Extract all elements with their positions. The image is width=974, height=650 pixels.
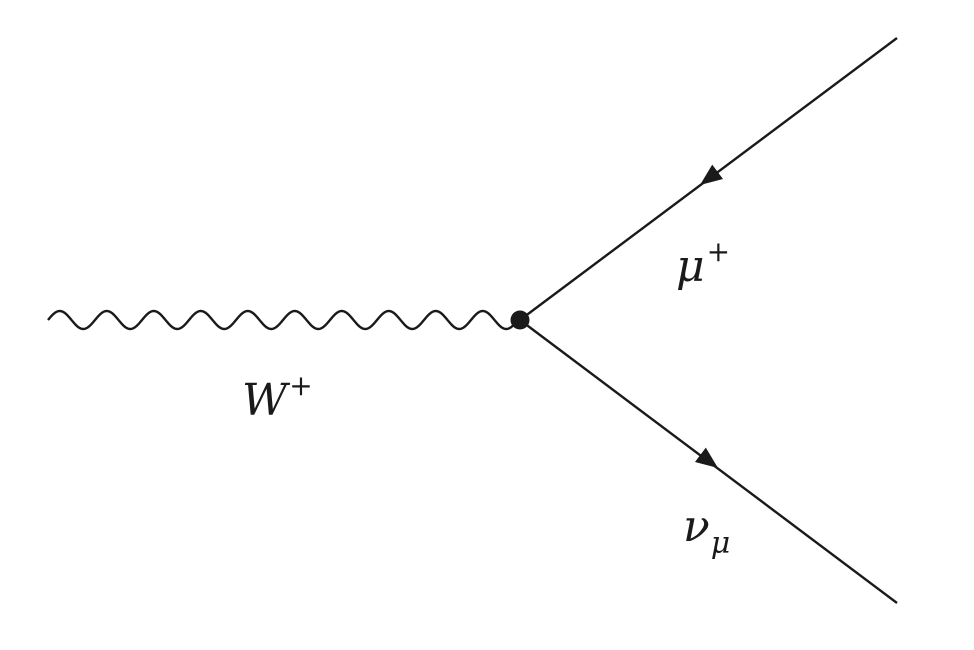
vertex-dot <box>510 310 530 330</box>
w-boson-wavy-line <box>47 309 519 331</box>
muon-arrow-icon <box>700 164 724 185</box>
w-boson-label: W+ <box>242 369 313 426</box>
muon-label: μ+ <box>676 235 731 292</box>
neutrino-arrow-icon <box>695 447 718 468</box>
neutrino-label: νμ <box>683 501 731 561</box>
